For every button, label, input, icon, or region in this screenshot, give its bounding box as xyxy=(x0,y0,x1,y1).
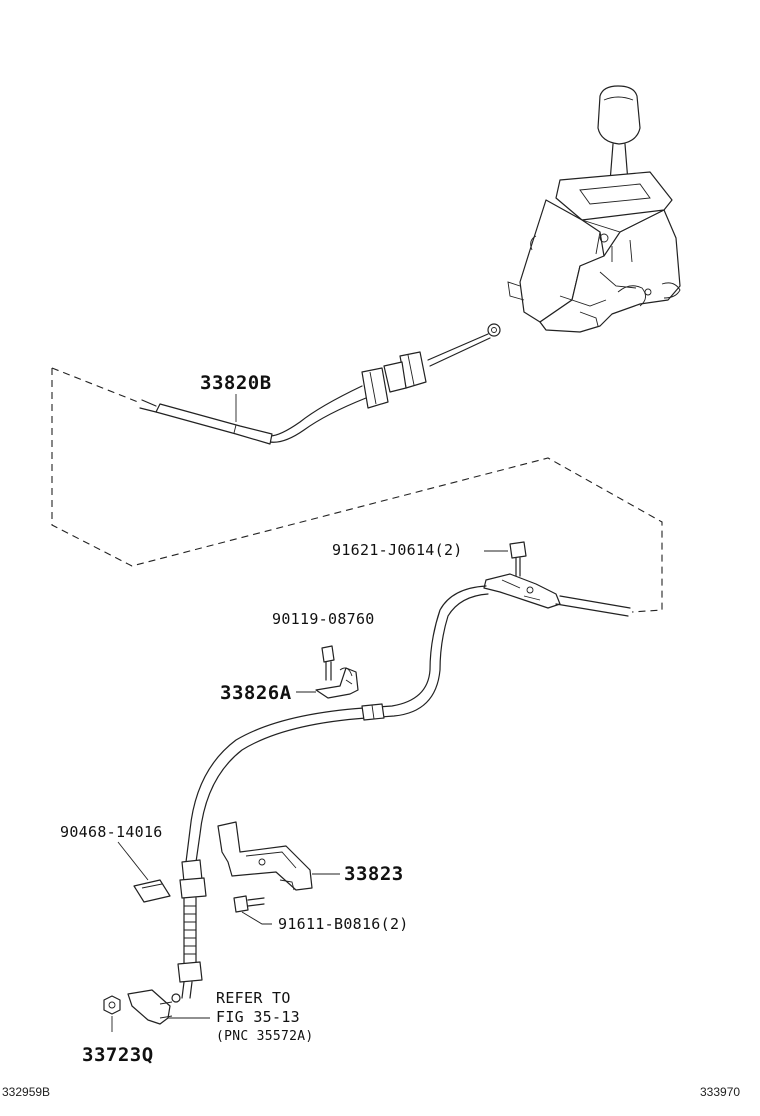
part-label-90119-08760[interactable]: 90119-08760 xyxy=(272,610,375,628)
part-label-33723Q[interactable]: 33723Q xyxy=(82,1044,154,1066)
bracket xyxy=(217,821,313,891)
clip xyxy=(133,879,171,903)
upper-cable xyxy=(139,323,501,445)
reference-line-2: FIG 35-13 xyxy=(216,1008,300,1026)
reference-line-1: REFER TO xyxy=(216,989,291,1007)
clamp-assembly xyxy=(315,645,359,699)
footer-left-code: 332959B xyxy=(2,1085,51,1099)
footer-right-code: 333970 xyxy=(700,1085,741,1099)
part-label-91611-B0816[interactable]: 91611-B0816(2) xyxy=(278,915,409,933)
reference-line-3: (PNC 35572A) xyxy=(216,1029,314,1044)
part-label-33826A[interactable]: 33826A xyxy=(220,682,292,704)
part-label-90468-14016[interactable]: 90468-14016 xyxy=(60,823,163,841)
shift-lever-assembly xyxy=(507,85,681,333)
part-label-33820B[interactable]: 33820B xyxy=(200,372,272,394)
dashed-boundary xyxy=(51,367,139,403)
part-label-91621-J0614[interactable]: 91621-J0614(2) xyxy=(332,541,463,559)
lower-cable xyxy=(127,541,631,1025)
part-label-33823[interactable]: 33823 xyxy=(344,863,404,885)
nut xyxy=(103,995,121,1015)
bracket-bolt xyxy=(233,895,265,913)
